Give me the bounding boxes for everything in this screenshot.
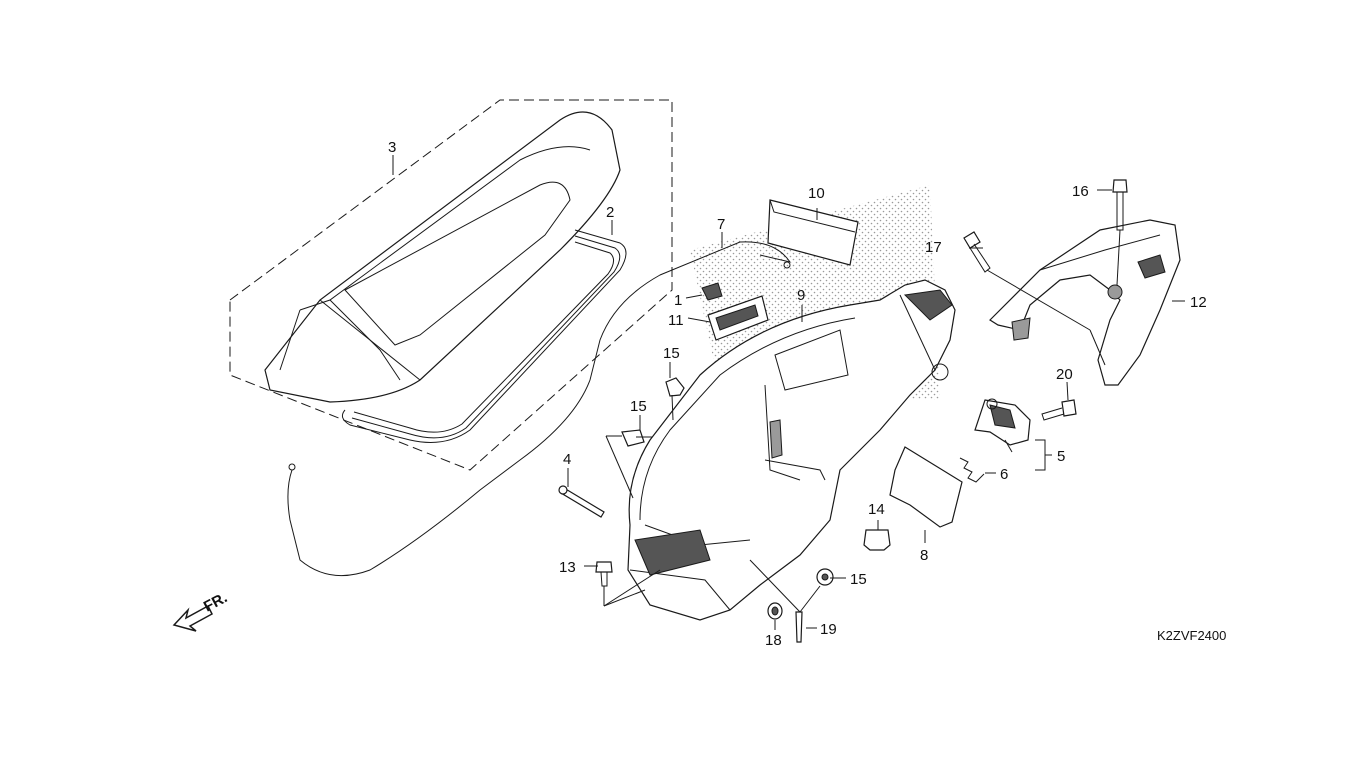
bolt-part-16: [1112, 179, 1128, 286]
seat-lock-cable-part: [287, 241, 791, 577]
pad-part-8: [889, 446, 963, 528]
washer-part-18: [767, 602, 783, 620]
seat-lock-part: [974, 398, 1031, 453]
bolt-part-20: [1041, 399, 1077, 421]
label-part-10: 10: [808, 185, 825, 202]
seat-assembly-box: [229, 99, 673, 471]
fastener-part-15-b: [621, 429, 652, 447]
spring-part-6: [959, 457, 985, 483]
label-part-17: 17: [925, 239, 942, 256]
label-part-5: 5: [1057, 448, 1065, 465]
label-part-18: 18: [765, 632, 782, 649]
washer-part-15-c: [816, 568, 834, 586]
grab-rail-part: [989, 219, 1181, 386]
label-part-7: 7: [717, 216, 725, 233]
pin-part-4: [558, 485, 605, 518]
label-part-3: 3: [388, 139, 396, 156]
bolt-part-17: [963, 231, 1106, 366]
luggage-box-part: [627, 279, 956, 621]
plate-part-10: [767, 199, 859, 266]
bolt-part-13: [595, 561, 613, 587]
fastener-part-15-a: [665, 377, 685, 421]
seat-seal-part: [341, 229, 627, 443]
leader-lines: [392, 155, 1185, 630]
grommet-part-14: [863, 529, 891, 551]
seat-part: [264, 111, 621, 403]
label-part-11: 11: [668, 312, 684, 329]
label-part-8: 8: [920, 547, 928, 564]
pin-part-19: [795, 611, 803, 643]
label-part-1: 1: [674, 292, 682, 309]
label-part-16: 16: [1072, 183, 1089, 200]
bracket-part-11: [707, 295, 769, 341]
label-part-15-a: 15: [663, 345, 680, 362]
label-part-15-c: 15: [850, 571, 867, 588]
label-part-14: 14: [868, 501, 885, 518]
label-part-2: 2: [606, 204, 614, 221]
label-part-6: 6: [1000, 466, 1008, 483]
clip-part-1: [701, 282, 723, 301]
label-part-15-b: 15: [630, 398, 647, 415]
part-labels: 3 2 7 10 1 11 9 16 17 12 20 5 6 15 15 4 …: [388, 139, 1207, 649]
label-part-13: 13: [559, 559, 576, 576]
drawing-code: K2ZVF2400: [1157, 628, 1226, 643]
label-part-4: 4: [563, 451, 571, 468]
front-direction-arrow: [172, 604, 213, 632]
label-part-12: 12: [1190, 294, 1207, 311]
label-part-19: 19: [820, 621, 837, 638]
label-part-20: 20: [1056, 366, 1073, 383]
label-part-9: 9: [797, 287, 805, 304]
